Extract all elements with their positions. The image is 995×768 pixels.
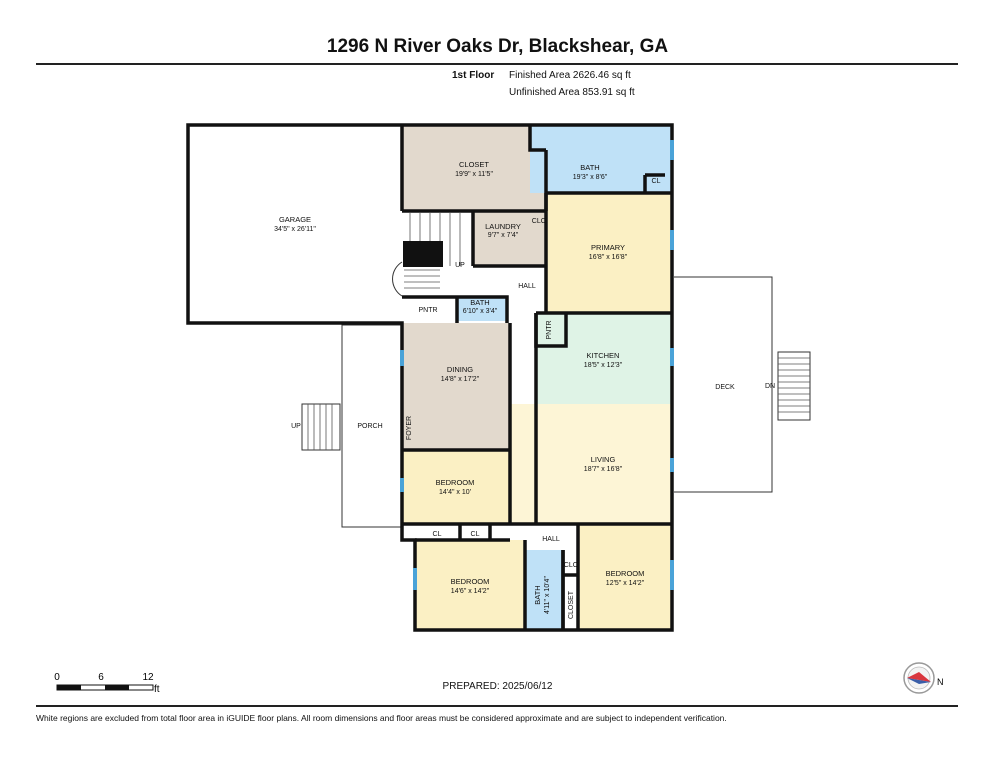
dining-name: DINING [447, 365, 473, 374]
closet-fill [402, 125, 546, 211]
deck-label: DECK [715, 384, 735, 391]
kitchen-fill [536, 313, 672, 404]
bath-small-name: BATH [470, 298, 489, 307]
bath-bottom-name: BATH [533, 585, 542, 604]
dining-fill [402, 323, 510, 450]
bath-bottom-fill [525, 550, 563, 630]
porch-up-label: UP [291, 423, 301, 430]
closet-bottom-label: CLOSET [568, 590, 575, 619]
scale-bar [56, 684, 154, 691]
bath-top-fill [530, 125, 672, 193]
page-title: 1296 N River Oaks Dr, Blackshear, GA [326, 36, 669, 57]
scale-6: 6 [98, 672, 104, 683]
compass-north: N [937, 677, 944, 687]
deck-down-label: DN [765, 383, 775, 390]
windows [400, 140, 674, 590]
porch: PORCH UP [291, 324, 402, 528]
prepared-date: PREPARED: 2025/06/12 [442, 681, 553, 692]
floor-label: 1st Floor [452, 70, 495, 81]
compass-icon [903, 662, 935, 694]
bedroom-mid-fill [402, 450, 510, 524]
scale-12: 12 [142, 672, 154, 683]
unfinished-area: Unfinished Area 853.91 sq ft [509, 87, 635, 98]
bedroom-right-fill [578, 524, 672, 630]
stairs: UP [392, 213, 465, 297]
hall-bottom-label: HALL [542, 536, 560, 543]
bedroom-left-dim: 14'6" x 14'2" [451, 588, 490, 595]
clo-bottom-label: CLO [564, 562, 579, 569]
cl-bath-label: CL [652, 178, 661, 185]
stairs-up-label: UP [455, 262, 465, 269]
living-name: LIVING [591, 455, 616, 464]
cl-a-label: CL [433, 531, 442, 538]
bedroom-mid-name: BEDROOM [436, 478, 475, 487]
cl-b-label: CL [471, 531, 480, 538]
dining-dim: 14'8" x 17'2" [441, 376, 480, 383]
footer-divider [36, 705, 958, 707]
bedroom-right-dim: 12'5" x 14'2" [606, 580, 645, 587]
disclaimer: White regions are excluded from total fl… [36, 713, 727, 723]
living-dim: 18'7" x 16'8" [584, 466, 623, 473]
primary-dim: 16'8" x 16'8" [589, 254, 628, 261]
bedroom-mid-dim: 14'4" x 10' [439, 489, 471, 496]
kitchen-name: KITCHEN [587, 351, 620, 360]
primary-name: PRIMARY [591, 243, 625, 252]
foyer-label: FOYER [406, 416, 413, 440]
bedroom-left-name: BEDROOM [451, 577, 490, 586]
closet-name: CLOSET [459, 160, 489, 169]
bath-top-name: BATH [580, 163, 599, 172]
deck: DECK DN [674, 276, 811, 493]
bedroom-left-fill [415, 540, 525, 630]
bath-bottom-dim: 4'11" x 10'4" [544, 576, 551, 614]
laundry-dim: 9'7" x 7'4" [488, 232, 519, 239]
bedroom-right-name: BEDROOM [606, 569, 645, 578]
walls [186, 123, 674, 632]
kitchen-dim: 18'5" x 12'3" [584, 362, 623, 369]
bath-small-dim: 6'10" x 3'4" [463, 308, 498, 315]
garage-name: GARAGE [279, 215, 311, 224]
clo-laundry-label: CLO [532, 218, 547, 225]
porch-label: PORCH [357, 423, 382, 430]
laundry-fill [473, 211, 546, 266]
bath-small-fill [457, 297, 507, 321]
pntr-left-label: PNTR [418, 307, 437, 314]
bath-top-dim: 19'3" x 8'6" [573, 174, 608, 181]
garage-dim: 34'5" x 26'11" [274, 226, 316, 233]
primary-fill [546, 193, 672, 313]
finished-area: Finished Area 2626.46 sq ft [509, 70, 631, 81]
header-divider [36, 63, 958, 65]
hall-top-label: HALL [518, 283, 536, 290]
scale-unit: ft [154, 684, 160, 695]
garage-fill [188, 125, 402, 323]
laundry-name: LAUNDRY [485, 222, 521, 231]
scale-0: 0 [54, 672, 60, 683]
closet-dim: 19'9" x 11'5" [455, 171, 493, 178]
pntr-kitchen-label: PNTR [546, 320, 553, 339]
